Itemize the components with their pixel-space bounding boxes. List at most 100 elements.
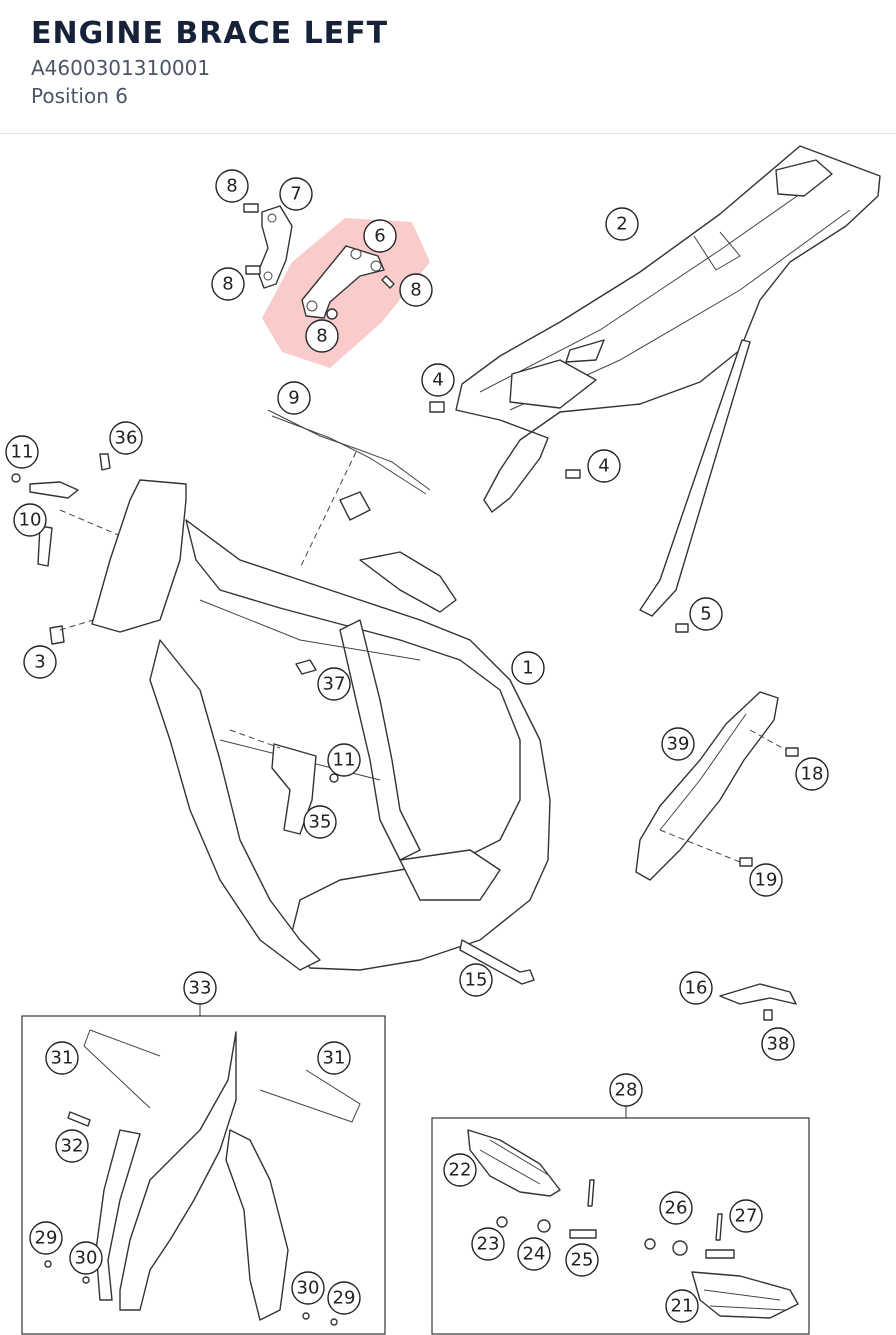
callout-number: 33 [189, 978, 212, 999]
callout-circle [279, 177, 313, 211]
callout-circle [211, 267, 245, 301]
callout-number: 5 [700, 604, 711, 625]
callout-circle [327, 1281, 361, 1315]
callout-circle [609, 1073, 643, 1107]
callout-number: 22 [449, 1160, 472, 1181]
subframe-2[interactable] [455, 145, 881, 617]
callout-9[interactable]: 9 [277, 381, 311, 415]
callout-26[interactable]: 26 [659, 1191, 693, 1225]
callout-38[interactable]: 38 [761, 1027, 795, 1061]
callout-31[interactable]: 31 [45, 1041, 79, 1075]
callout-circle [303, 805, 337, 839]
footpeg-kit-28[interactable] [431, 1104, 810, 1335]
callout-number: 8 [226, 176, 237, 197]
callout-circle [327, 743, 361, 777]
callout-number: 15 [465, 970, 488, 991]
callout-number: 7 [290, 184, 301, 205]
main-frame-1[interactable] [91, 479, 551, 971]
callout-circle [291, 1271, 325, 1305]
callout-circle [421, 363, 455, 397]
hardware-37-11-35-15 [229, 659, 535, 985]
callout-19[interactable]: 19 [749, 863, 783, 897]
callout-8[interactable]: 8 [305, 319, 339, 353]
callout-35[interactable]: 35 [303, 805, 337, 839]
callout-32[interactable]: 32 [55, 1129, 89, 1163]
callout-number: 28 [615, 1080, 638, 1101]
callout-22[interactable]: 22 [443, 1153, 477, 1187]
callout-number: 2 [616, 214, 627, 235]
callout-number: 21 [671, 1296, 694, 1317]
callout-8[interactable]: 8 [211, 267, 245, 301]
callout-18[interactable]: 18 [795, 757, 829, 791]
header: ENGINE BRACE LEFT A4600301310001 Positio… [0, 0, 896, 134]
callout-circle [69, 1241, 103, 1275]
callout-4[interactable]: 4 [587, 449, 621, 483]
callout-number: 11 [333, 750, 356, 771]
callout-30[interactable]: 30 [291, 1271, 325, 1305]
bolt-set-4 [429, 401, 689, 633]
callout-25[interactable]: 25 [565, 1243, 599, 1277]
callout-24[interactable]: 24 [517, 1237, 551, 1271]
callout-10[interactable]: 10 [13, 503, 47, 537]
engine-brace-6[interactable] [301, 245, 385, 319]
cable-9[interactable] [267, 409, 431, 569]
callout-circle [305, 319, 339, 353]
callout-6[interactable]: 6 [363, 219, 397, 253]
callout-29[interactable]: 29 [29, 1221, 63, 1255]
callout-number: 29 [333, 1288, 356, 1309]
callout-1[interactable]: 1 [511, 651, 545, 685]
callout-number: 25 [571, 1250, 594, 1271]
callout-8[interactable]: 8 [215, 169, 249, 203]
callout-circle [665, 1289, 699, 1323]
callout-31[interactable]: 31 [317, 1041, 351, 1075]
callout-28[interactable]: 28 [609, 1073, 643, 1107]
callout-circle [5, 435, 39, 469]
callout-number: 3 [34, 652, 45, 673]
callout-16[interactable]: 16 [679, 971, 713, 1005]
callout-number: 23 [477, 1234, 500, 1255]
bracket-7[interactable] [257, 205, 293, 289]
callout-39[interactable]: 39 [661, 727, 695, 761]
callout-7[interactable]: 7 [279, 177, 313, 211]
callout-circle [183, 971, 217, 1005]
callout-15[interactable]: 15 [459, 963, 493, 997]
callout-4[interactable]: 4 [421, 363, 455, 397]
callout-37[interactable]: 37 [317, 667, 351, 701]
callout-circle [317, 667, 351, 701]
callout-23[interactable]: 23 [471, 1227, 505, 1261]
callout-number: 18 [801, 764, 824, 785]
callout-30[interactable]: 30 [69, 1241, 103, 1275]
callout-number: 8 [222, 274, 233, 295]
frame-protector-kit-33[interactable] [21, 1002, 386, 1335]
callout-circle [587, 449, 621, 483]
callout-number: 35 [309, 812, 332, 833]
callout-36[interactable]: 36 [109, 421, 143, 455]
callout-8[interactable]: 8 [399, 273, 433, 307]
callout-number: 36 [115, 428, 138, 449]
part-title: ENGINE BRACE LEFT [31, 16, 389, 51]
callout-circle [459, 963, 493, 997]
callout-number: 32 [61, 1136, 84, 1157]
callout-circle [277, 381, 311, 415]
callout-circle [761, 1027, 795, 1061]
chain-guide-39[interactable] [635, 691, 799, 881]
callout-21[interactable]: 21 [665, 1289, 699, 1323]
callout-circle [45, 1041, 79, 1075]
callout-circle [511, 651, 545, 685]
callout-3[interactable]: 3 [23, 645, 57, 679]
callout-33[interactable]: 33 [183, 971, 217, 1005]
callout-29[interactable]: 29 [327, 1281, 361, 1315]
callout-11[interactable]: 11 [327, 743, 361, 777]
callout-2[interactable]: 2 [605, 207, 639, 241]
callout-circle [689, 597, 723, 631]
part-number: A4600301310001 [31, 56, 211, 80]
callout-5[interactable]: 5 [689, 597, 723, 631]
callout-number: 4 [432, 370, 443, 391]
callout-11[interactable]: 11 [5, 435, 39, 469]
callout-number: 6 [374, 226, 385, 247]
callout-27[interactable]: 27 [729, 1199, 763, 1233]
callout-circle [23, 645, 57, 679]
callout-circle [659, 1191, 693, 1225]
